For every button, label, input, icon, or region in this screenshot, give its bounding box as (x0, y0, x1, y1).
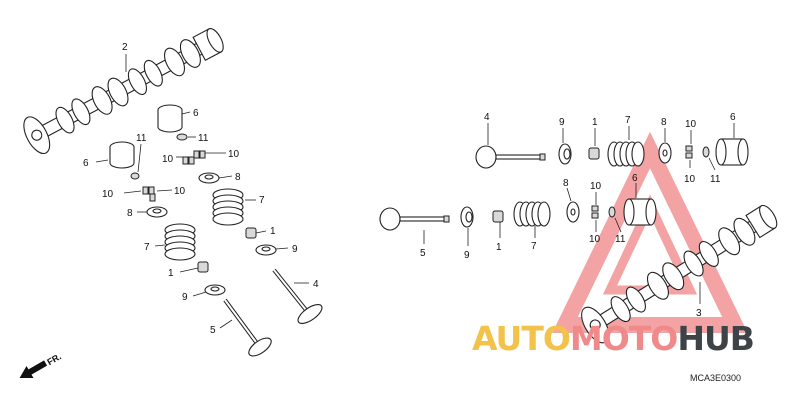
callout-10-left-c: 10 (102, 189, 114, 200)
callout-6-left-top: 6 (193, 108, 199, 119)
callout-9-left-b: 9 (182, 292, 188, 303)
callout-10-right-a: 10 (685, 119, 697, 130)
cotter-left-b (182, 156, 195, 165)
callout-5-left: 5 (210, 325, 216, 336)
tappet-bucket-left-mid (109, 141, 135, 169)
callout-4-left: 4 (313, 279, 319, 290)
callout-9-right-b: 9 (464, 250, 470, 261)
callout-1-right-a: 1 (592, 117, 598, 128)
spring-seat-right-b (460, 206, 474, 228)
valve-left-5 (223, 298, 272, 357)
svg-text:AUTOMOTOHUB: AUTOMOTOHUB (472, 319, 754, 358)
callout-8-right-b: 8 (563, 178, 569, 189)
callout-4-right: 4 (484, 112, 490, 123)
watermark-brand: AUTOMOTOHUB (472, 319, 755, 358)
spring-left-b (164, 223, 196, 261)
stem-seal-left-b (197, 261, 209, 273)
watermark-moto: MOTO (570, 319, 677, 358)
shim-left-b (130, 172, 140, 180)
callout-9-left-a: 9 (292, 244, 298, 255)
callout-9-right-a: 9 (559, 117, 565, 128)
cotter-right-b (591, 205, 599, 219)
camshaft-right (581, 204, 778, 344)
callout-10-left-a: 10 (162, 154, 174, 165)
diagram-code: MCA3E0300 (690, 373, 741, 383)
stem-seal-right-a (588, 147, 600, 160)
spring-left-a (212, 188, 244, 226)
callout-10-right-d: 10 (589, 234, 601, 245)
callout-11-left-a: 11 (136, 133, 147, 144)
callout-3-right: 3 (696, 308, 702, 319)
callout-11-right-a: 11 (710, 174, 721, 185)
spring-right-a (607, 141, 645, 167)
shim-left-a (176, 133, 188, 141)
callout-8-left-b: 8 (127, 208, 133, 219)
leader-lines (95, 54, 735, 329)
front-direction-indicator: FR. (19, 351, 63, 379)
callout-8-left-a: 8 (235, 172, 241, 183)
spring-seat-left-a (255, 244, 277, 256)
shim-right-b (608, 206, 616, 218)
callout-11-left-b: 11 (198, 133, 209, 144)
retainer-right-b (566, 201, 580, 223)
callout-7-left-b: 7 (144, 242, 150, 253)
callout-7-left-a: 7 (259, 195, 265, 206)
retainer-right-a (658, 142, 672, 164)
stem-seal-right-b (492, 210, 504, 223)
callout-10-right-c: 10 (590, 181, 602, 192)
callout-2-left: 2 (122, 42, 128, 53)
callout-8-right-a: 8 (661, 117, 667, 128)
callout-10-left-b: 10 (228, 149, 240, 160)
stem-seal-left-a (245, 227, 257, 239)
valve-right-4 (475, 145, 546, 169)
tappet-bucket-right-b (623, 198, 657, 226)
cotter-right-a (685, 145, 693, 159)
spring-right-b (513, 201, 551, 227)
callout-7-right-b: 7 (531, 241, 537, 252)
cotter-left-c (142, 186, 155, 195)
callout-6-right-a: 6 (730, 112, 736, 123)
callout-7-right-a: 7 (625, 115, 631, 126)
watermark-auto: AUTO (472, 319, 570, 358)
callout-5-right: 5 (420, 248, 426, 259)
valve-left-4 (272, 268, 323, 324)
camshaft-left (23, 27, 224, 155)
callout-11-right-b: 11 (615, 234, 626, 245)
tappet-bucket-right-a (715, 138, 749, 166)
retainer-left-a (198, 172, 220, 184)
front-direction-label: FR. (45, 351, 63, 367)
spring-seat-left-b (204, 284, 226, 296)
callout-6-right-b: 6 (632, 173, 638, 184)
cotter-left-d (149, 193, 156, 202)
callout-6-left-mid: 6 (83, 158, 89, 169)
callout-1-left-a: 1 (270, 226, 276, 237)
callout-10-left-d: 10 (174, 186, 186, 197)
callout-labels: 2 6 11 11 6 10 10 8 10 10 8 7 7 1 9 1 4 … (83, 42, 736, 336)
shim-right-a (702, 146, 710, 158)
callout-10-right-b: 10 (684, 174, 696, 185)
watermark-hub: HUB (677, 319, 754, 358)
callout-1-right-b: 1 (496, 242, 502, 253)
tappet-bucket-left-top (157, 104, 183, 133)
callout-1-left-b: 1 (168, 268, 174, 279)
retainer-left-b (146, 206, 168, 218)
spring-seat-right-a (558, 143, 572, 165)
cotter-left-a (193, 150, 206, 159)
valve-right-5 (379, 207, 450, 231)
